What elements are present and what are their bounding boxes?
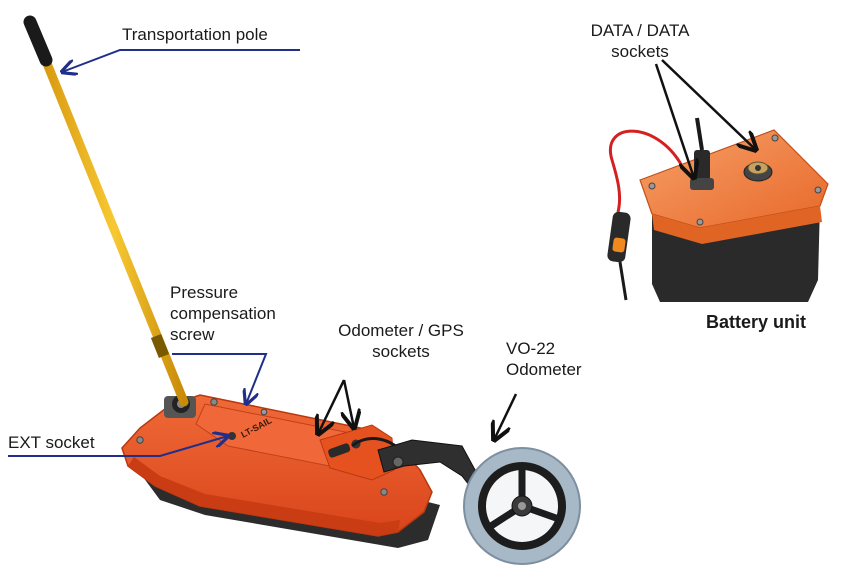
label-battery-unit: Battery unit bbox=[706, 312, 806, 333]
ext-socket-connector bbox=[228, 432, 236, 440]
label-ext-socket: EXT socket bbox=[8, 432, 95, 453]
radar-housing: LT-SAIL bbox=[121, 394, 440, 548]
label-battery-unit-text: Battery unit bbox=[706, 312, 807, 332]
battery-cable-red bbox=[608, 129, 686, 213]
screw bbox=[210, 398, 218, 406]
label-odometer-gps-line2: sockets bbox=[372, 342, 430, 361]
pointer-ext-socket bbox=[8, 436, 228, 457]
pointer-pressure-screw bbox=[172, 353, 268, 404]
label-vo22-line1: VO-22 bbox=[506, 339, 556, 358]
label-odometer-gps-line1: Odometer / GPS bbox=[338, 321, 464, 340]
pointer-gps-socket bbox=[344, 379, 354, 428]
vo22-odometer bbox=[377, 439, 581, 565]
pointer-data-socket-1 bbox=[654, 63, 694, 178]
housing-side-face bbox=[128, 457, 400, 536]
label-transportation-pole-text: Transportation pole bbox=[122, 25, 268, 44]
pointer-transportation-pole bbox=[62, 49, 300, 72]
battery-cable-plug bbox=[607, 211, 631, 263]
pointer-vo22-odometer bbox=[494, 393, 518, 440]
battery-unit bbox=[607, 117, 829, 302]
label-pressure-line1: Pressure bbox=[170, 283, 239, 302]
odometer-socket-connector bbox=[328, 443, 351, 458]
blue-pointers bbox=[8, 49, 300, 457]
label-pressure-line2: compensation bbox=[170, 304, 276, 323]
pointer-odometer-socket bbox=[318, 379, 346, 434]
bracket-bolt bbox=[392, 456, 404, 468]
screw bbox=[136, 436, 144, 444]
label-odometer-gps-sockets: Odometer / GPS sockets bbox=[316, 320, 486, 362]
label-pressure-line3: screw bbox=[170, 325, 215, 344]
transportation-pole bbox=[23, 15, 189, 407]
label-ext-socket-text: EXT socket bbox=[8, 433, 95, 452]
label-vo22-odometer: VO-22 Odometer bbox=[506, 338, 582, 380]
pointer-data-socket-2 bbox=[661, 59, 756, 150]
data-socket-open bbox=[743, 161, 773, 182]
label-data-sockets-line2: sockets bbox=[611, 42, 669, 61]
screw bbox=[260, 408, 268, 416]
label-transportation-pole: Transportation pole bbox=[122, 24, 268, 45]
label-data-sockets-line1: DATA / DATA bbox=[590, 21, 690, 40]
screw bbox=[380, 488, 388, 496]
black-pointers bbox=[318, 59, 756, 440]
label-pressure-compensation-screw: Pressure compensation screw bbox=[170, 282, 276, 345]
label-data-sockets: DATA / DATA sockets bbox=[570, 20, 710, 62]
label-vo22-line2: Odometer bbox=[506, 360, 582, 379]
